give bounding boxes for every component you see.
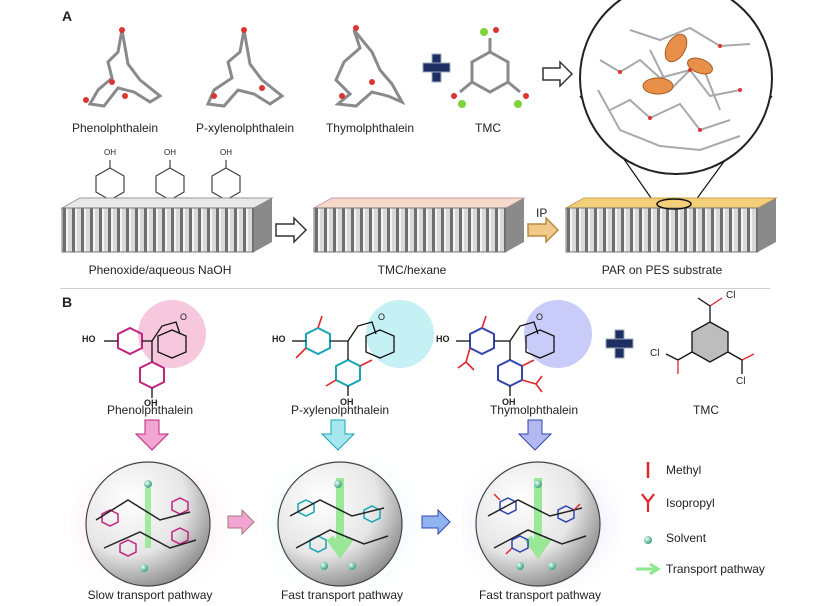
panel-a-label: A [62, 8, 73, 24]
right-arrow-blue [421, 508, 451, 536]
phenolphthalein-structure [104, 321, 187, 398]
thymolphthalein-3d-molecule [334, 25, 406, 108]
cl-label-left: Cl [650, 348, 660, 359]
tmc-label-b: TMC [693, 403, 719, 417]
down-arrow-cyan [320, 419, 356, 451]
mol-label-phenolphthalein: Phenolphthalein [71, 121, 159, 135]
stage-label-3: PAR on PES substrate [601, 263, 723, 277]
oh-label-b3: OH [502, 397, 516, 407]
arrow-step-1 [275, 216, 308, 244]
substrate-1 [60, 197, 274, 253]
pathway-label-fast-1: Fast transport pathway [280, 588, 404, 602]
monomer-label-phenolphthalein: Phenolphthalein [106, 403, 194, 417]
thymolphthalein-structure [456, 315, 555, 396]
ho-label-3: HO [436, 334, 450, 344]
arrow-to-zoom [542, 60, 574, 88]
ip-label: IP [536, 206, 548, 220]
p-xylenolphthalein-structure [292, 315, 395, 396]
stage-label-2: TMC/hexane [377, 263, 447, 277]
oh-label-2: OH [164, 148, 176, 157]
legend-methyl: Methyl [666, 463, 702, 477]
o-label-b1: O [180, 312, 188, 322]
panel-divider [60, 288, 770, 289]
oh-label-1: OH [104, 148, 116, 157]
tmc-structure [665, 297, 755, 374]
tmc-3d-molecule [451, 27, 529, 108]
ho-label-2: HO [272, 334, 286, 344]
cl-label-right: Cl [736, 376, 746, 387]
oh-label-b2: OH [340, 397, 354, 407]
cyan-highlight [366, 300, 434, 368]
monomer-label-thymolphthalein: Thymolphthalein [489, 403, 579, 417]
phenolphthalein-3d-molecule [83, 27, 163, 108]
oh-label-3: OH [220, 148, 232, 157]
mol-label-thymolphthalein: Thymolphthalein [325, 121, 415, 135]
o-label-b2: O [378, 312, 386, 322]
sphere-fast-2 [475, 461, 601, 587]
stage-label-1: Phenoxide/aqueous NaOH [88, 263, 232, 277]
solvent-legend-icon [644, 536, 652, 544]
ip-arrow [527, 216, 560, 244]
oh-label-b1: OH [144, 398, 158, 408]
pink-highlight [138, 300, 206, 368]
substrate-3 [564, 197, 778, 253]
plus-icon [422, 53, 451, 83]
p-xylenolphthalein-3d-molecule [205, 27, 285, 108]
sphere-fast-1 [277, 461, 403, 587]
down-arrow-pink [134, 419, 170, 451]
blue-highlight [524, 300, 592, 368]
legend-transport-pathway: Transport pathway [666, 562, 765, 576]
transport-legend-icon [636, 562, 661, 576]
cl-label-top: Cl [726, 290, 736, 301]
legend-isopropyl: Isopropyl [666, 496, 715, 510]
monomer-label-p-xylenolphthalein: P-xylenolphthalein [290, 403, 390, 417]
zoom-circle [579, 0, 773, 209]
pathway-label-fast-2: Fast transport pathway [478, 588, 602, 602]
ho-label-1: HO [82, 334, 96, 344]
plus-icon-b [605, 329, 634, 359]
sphere-slow [85, 461, 211, 587]
legend-solvent: Solvent [666, 531, 707, 545]
isopropyl-legend-icon [641, 493, 655, 512]
mol-label-p-xylenolphthalein: P-xylenolphthalein [195, 121, 295, 135]
substrate-2 [312, 197, 526, 253]
down-arrow-blue [517, 419, 553, 451]
panel-b-label: B [62, 294, 73, 310]
o-label-b3: O [536, 312, 544, 322]
mol-label-tmc: TMC [475, 121, 501, 135]
right-arrow-pink [227, 508, 255, 536]
pathway-label-slow: Slow transport pathway [87, 588, 213, 602]
